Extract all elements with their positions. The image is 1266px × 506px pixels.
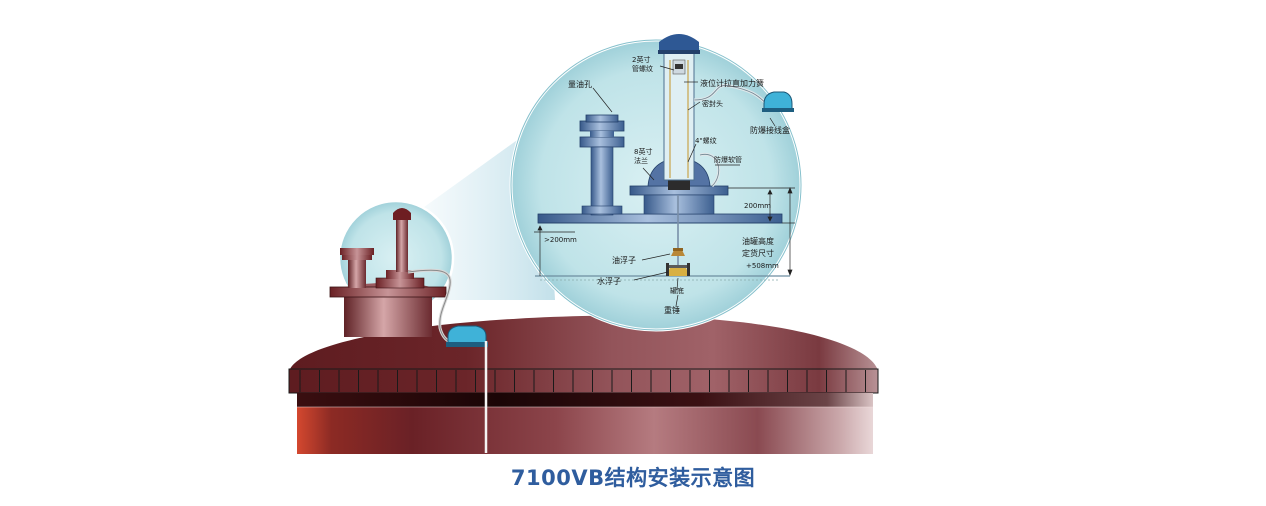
label-junction-box: 防爆接线盒 <box>750 125 790 135</box>
label-dim-200: 200mm <box>744 202 771 210</box>
water-float-shape <box>666 268 690 276</box>
dimensions <box>534 187 795 276</box>
junction-box-detail <box>763 91 793 111</box>
detail-labels: 量油孔 2英寸 管螺纹 液位计拉直加力簧 密封头 防爆接线盒 4"螺纹 8英寸 … <box>544 55 790 315</box>
label-level-gauge-spring: 液位计拉直加力簧 <box>700 78 764 88</box>
probe-cap <box>393 208 411 220</box>
level-gauge-tube <box>658 34 700 181</box>
label-tank-height: 油罐高度 <box>742 236 774 246</box>
rim-ribs <box>299 370 866 392</box>
label-weight: 重锤 <box>664 305 680 315</box>
tank-roof <box>289 315 878 371</box>
riser-flange <box>329 286 447 298</box>
label-water-float: 水浮子 <box>597 276 621 286</box>
label-seal-head: 密封头 <box>702 99 723 108</box>
gauge-hole-assembly <box>579 114 625 216</box>
junction-box <box>447 325 487 345</box>
tank-band <box>297 393 873 407</box>
oil-float-shape <box>671 250 685 256</box>
label-hose: 防爆软管 <box>714 155 742 164</box>
label-pipe-thread-2in: 2英寸 <box>632 55 650 64</box>
label-flange-8in: 8英寸 <box>634 147 652 156</box>
tank-roof-plate <box>537 213 783 224</box>
tank-bottom-ground <box>535 275 790 281</box>
probe-stem <box>396 218 408 272</box>
storage-tank <box>288 315 879 454</box>
label-flange-8in-b: 法兰 <box>634 156 648 165</box>
tank-wall <box>297 407 873 454</box>
label-dim-gt200: >200mm <box>544 236 577 244</box>
tank-rim <box>288 368 879 394</box>
label-gauge-hole: 量油孔 <box>568 79 592 89</box>
label-tank-bottom: 罐底 <box>670 286 684 295</box>
detail-view: 量油孔 2英寸 管螺纹 液位计拉直加力簧 密封头 防爆接线盒 4"螺纹 8英寸 … <box>509 34 803 332</box>
label-tank-height-b: 定货尺寸 <box>742 248 774 258</box>
diagram-caption: 7100VB结构安装示意图 <box>510 466 756 490</box>
label-thread-4: 4"螺纹 <box>695 136 717 145</box>
probe-rod <box>666 195 690 276</box>
leader-lines <box>592 65 776 307</box>
label-pipe-thread-2in-b: 管螺纹 <box>632 64 653 73</box>
label-oil-float: 油浮子 <box>612 255 636 265</box>
label-tank-height-c: +508mm <box>746 262 779 270</box>
